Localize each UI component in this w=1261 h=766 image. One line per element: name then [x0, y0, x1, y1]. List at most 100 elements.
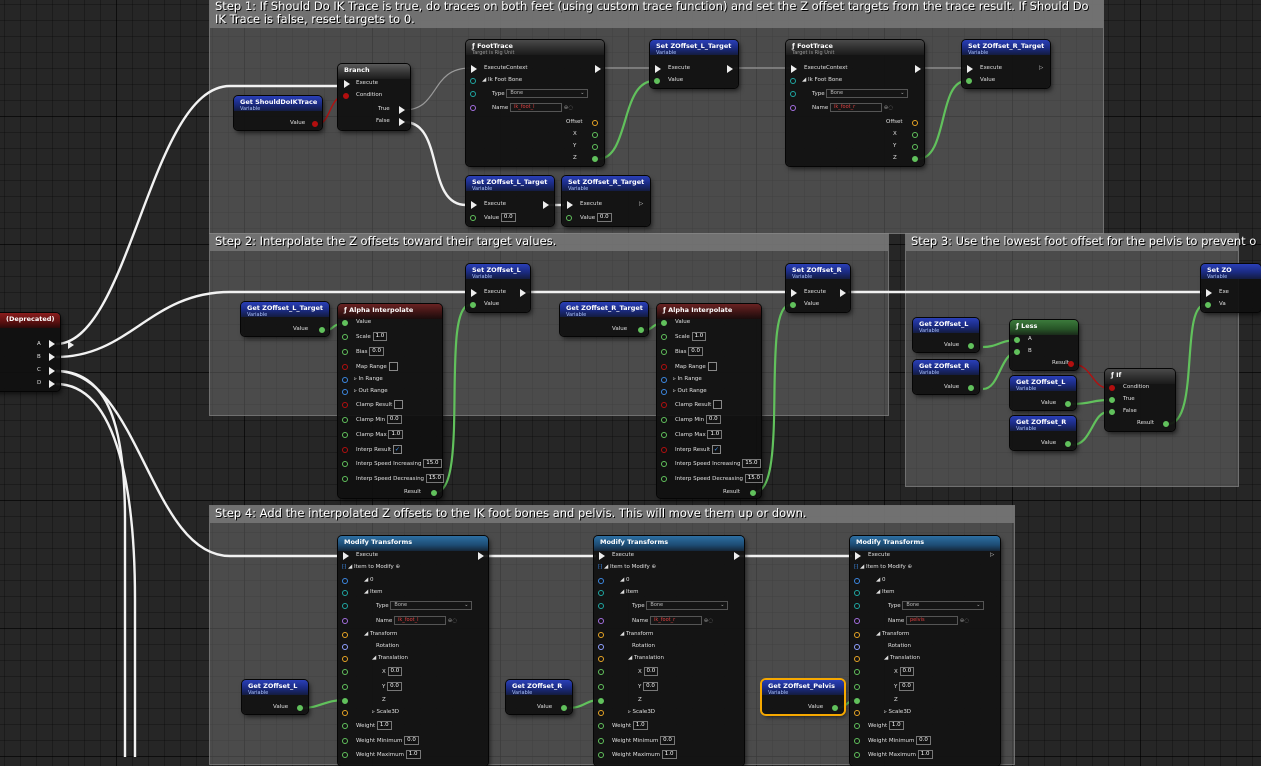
- result-pin[interactable]: [431, 490, 437, 496]
- condition-pin[interactable]: [343, 93, 349, 99]
- value-pin[interactable]: [297, 705, 303, 711]
- interp-result-row[interactable]: Interp Result ✓: [356, 445, 402, 454]
- scale-pin[interactable]: [342, 334, 348, 340]
- bias-pin[interactable]: [342, 349, 348, 355]
- exec-in[interactable]: [655, 65, 661, 73]
- map-range-row[interactable]: Map Range: [675, 362, 717, 371]
- result-pin[interactable]: [1068, 361, 1074, 367]
- clamp-result-pin[interactable]: [342, 402, 348, 408]
- index-pin[interactable]: [854, 578, 860, 584]
- type-row[interactable]: Type Bone ⌄: [812, 89, 909, 98]
- exec-out[interactable]: [840, 289, 846, 297]
- weight-min-row[interactable]: Weight Minimum 0.0: [868, 736, 931, 745]
- x-row[interactable]: X 0.0: [638, 667, 659, 676]
- if-node[interactable]: ƒ If Condition True False Result: [1105, 369, 1175, 431]
- y-pin[interactable]: [342, 684, 348, 690]
- y-row[interactable]: Y 0.0: [382, 682, 402, 691]
- exec-in[interactable]: [471, 201, 477, 209]
- weight-min-row[interactable]: Weight Minimum 0.0: [356, 736, 419, 745]
- name-pin[interactable]: [598, 618, 604, 624]
- exec-in[interactable]: [471, 289, 477, 297]
- type-row[interactable]: Type Bone ⌄: [632, 601, 729, 610]
- clamp-min-pin[interactable]: [661, 417, 667, 423]
- offset-pin[interactable]: [912, 120, 918, 126]
- weight-max-pin[interactable]: [598, 752, 604, 758]
- in-range-pin[interactable]: [342, 377, 348, 383]
- value-pin[interactable]: [342, 320, 348, 326]
- index-pin[interactable]: [598, 578, 604, 584]
- x-row[interactable]: X 0.0: [382, 667, 403, 676]
- name-dropdown[interactable]: pelvis: [905, 616, 958, 625]
- weight-min-pin[interactable]: [342, 738, 348, 744]
- bias-pin[interactable]: [661, 349, 667, 355]
- scale-pin[interactable]: [661, 334, 667, 340]
- in-range-pin[interactable]: [661, 377, 667, 383]
- type-dropdown[interactable]: Bone ⌄: [902, 601, 985, 610]
- value-row[interactable]: Value 0.0: [484, 213, 516, 222]
- x-pin[interactable]: [598, 669, 604, 675]
- less-node[interactable]: ƒ Less A B Result: [1010, 320, 1078, 370]
- x-pin[interactable]: [342, 669, 348, 675]
- value-pin[interactable]: [832, 705, 838, 711]
- name-pin[interactable]: [790, 105, 796, 111]
- interp-inc-row[interactable]: Interp Speed Increasing 15.0: [356, 459, 442, 468]
- name-row[interactable]: Name pelvis ⊕◌: [888, 616, 970, 625]
- exec-in[interactable]: [791, 65, 797, 73]
- out-range-pin[interactable]: [661, 389, 667, 395]
- clamp-result-row[interactable]: Clamp Result: [675, 400, 723, 409]
- map-range-pin[interactable]: [661, 364, 667, 370]
- seq-exec-out-c[interactable]: [49, 367, 55, 375]
- result-pin[interactable]: [1163, 421, 1169, 427]
- exec-out[interactable]: [734, 552, 740, 560]
- exec-out-empty[interactable]: ▷: [1039, 65, 1044, 71]
- type-pin[interactable]: [598, 603, 604, 609]
- interp-inc-pin[interactable]: [661, 461, 667, 467]
- offset-pin[interactable]: [592, 120, 598, 126]
- bias-row[interactable]: Bias 0.0: [675, 347, 704, 356]
- scale3d-pin[interactable]: [598, 710, 604, 716]
- clamp-min-row[interactable]: Clamp Min 0.0: [675, 415, 721, 424]
- scale3d-pin[interactable]: [342, 710, 348, 716]
- value-pin[interactable]: [790, 302, 796, 308]
- interp-result-pin[interactable]: [342, 447, 348, 453]
- exec-out[interactable]: [520, 289, 526, 297]
- bias-row[interactable]: Bias 0.0: [356, 347, 385, 356]
- value-pin[interactable]: [654, 78, 660, 84]
- map-range-pin[interactable]: [342, 364, 348, 370]
- rotation-pin[interactable]: [598, 644, 604, 650]
- value-pin[interactable]: [966, 78, 972, 84]
- type-row[interactable]: Type Bone ⌄: [376, 601, 473, 610]
- true-pin[interactable]: [1109, 397, 1115, 403]
- false-pin[interactable]: [1109, 409, 1115, 415]
- transform-pin[interactable]: [854, 632, 860, 638]
- interp-dec-pin[interactable]: [342, 476, 348, 482]
- weight-min-pin[interactable]: [854, 738, 860, 744]
- name-dropdown[interactable]: ik_foot_l: [393, 616, 446, 625]
- value-row[interactable]: Value 0.0: [580, 213, 612, 222]
- transform-pin[interactable]: [342, 632, 348, 638]
- interp-inc-pin[interactable]: [342, 461, 348, 467]
- item-to-modify-row[interactable]: ⁅⁆ ◢ Item to Modify ⊕: [342, 564, 401, 570]
- y-row[interactable]: Y 0.0: [894, 682, 914, 691]
- weight-pin[interactable]: [598, 723, 604, 729]
- value-input[interactable]: 0.0: [596, 213, 612, 222]
- item-pin[interactable]: [342, 590, 348, 596]
- value-pin[interactable]: [968, 385, 974, 391]
- type-row[interactable]: Type Bone ⌄: [888, 601, 985, 610]
- item-pin[interactable]: [598, 590, 604, 596]
- value-pin[interactable]: [1205, 302, 1211, 308]
- type-dropdown[interactable]: Bone ⌄: [646, 601, 729, 610]
- alpha-interpolate-node-l[interactable]: ƒ Alpha Interpolate Value Scale 1.0 Bias…: [338, 304, 445, 498]
- name-dropdown[interactable]: ik_foot_r: [649, 616, 702, 625]
- map-range-row[interactable]: Map Range: [356, 362, 398, 371]
- exec-out[interactable]: [727, 65, 733, 73]
